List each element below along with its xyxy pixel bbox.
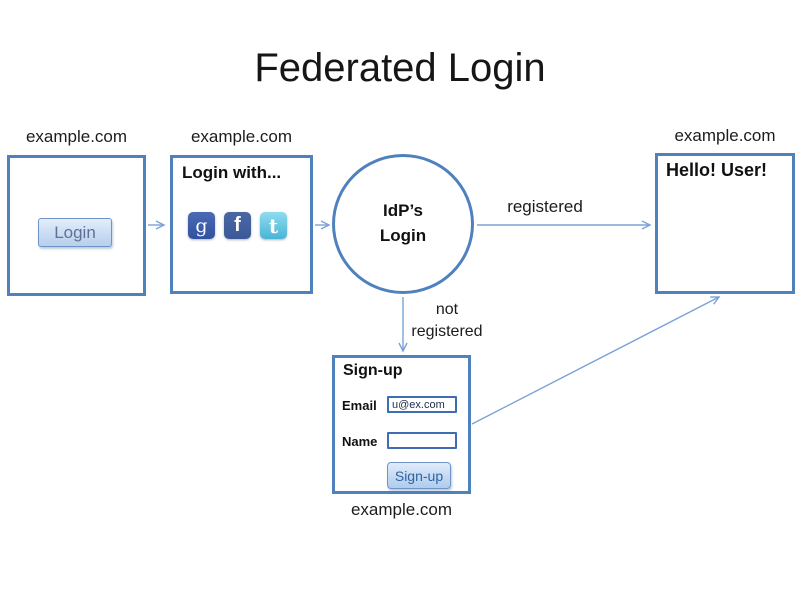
provider-chooser-box: Login with... g f t bbox=[170, 155, 313, 294]
registered-edge-label: registered bbox=[507, 197, 583, 216]
name-field[interactable] bbox=[387, 432, 457, 449]
google-icon[interactable]: g bbox=[188, 212, 215, 239]
signup-box-heading: Sign-up bbox=[343, 362, 403, 379]
page-title: Federated Login bbox=[254, 46, 546, 90]
not-registered-line2: registered bbox=[411, 322, 483, 340]
email-field[interactable] bbox=[387, 396, 457, 413]
hello-box-heading: Hello! User! bbox=[666, 160, 768, 180]
idp-login-circle: IdP’s Login bbox=[332, 154, 474, 294]
arrow-signup-to-hello bbox=[471, 296, 721, 425]
hello-box-domain-label: example.com bbox=[674, 126, 776, 145]
email-label: Email bbox=[342, 398, 377, 413]
provider-box-heading: Login with... bbox=[182, 163, 282, 182]
not-registered-line1: not bbox=[435, 301, 459, 318]
hello-user-box: Hello! User! bbox=[655, 153, 795, 294]
signup-box-domain-label: example.com bbox=[350, 500, 453, 519]
facebook-icon[interactable]: f bbox=[224, 212, 251, 239]
not-registered-edge-label: not registered bbox=[402, 299, 492, 342]
idp-circle-label-line2: Login bbox=[379, 226, 427, 245]
provider-box-domain-label: example.com bbox=[190, 127, 293, 146]
provider-icons-row: g f t bbox=[188, 212, 287, 239]
signup-submit-button[interactable]: Sign-up bbox=[387, 462, 451, 489]
login-site-box: Login bbox=[7, 155, 146, 296]
login-box-domain-label: example.com bbox=[25, 127, 128, 146]
name-label: Name bbox=[342, 434, 378, 449]
login-button[interactable]: Login bbox=[38, 218, 112, 247]
signup-form-box: Sign-up Email Name Sign-up bbox=[332, 355, 471, 494]
idp-circle-label-line1: IdP’s bbox=[383, 201, 423, 221]
twitter-icon[interactable]: t bbox=[260, 212, 287, 239]
